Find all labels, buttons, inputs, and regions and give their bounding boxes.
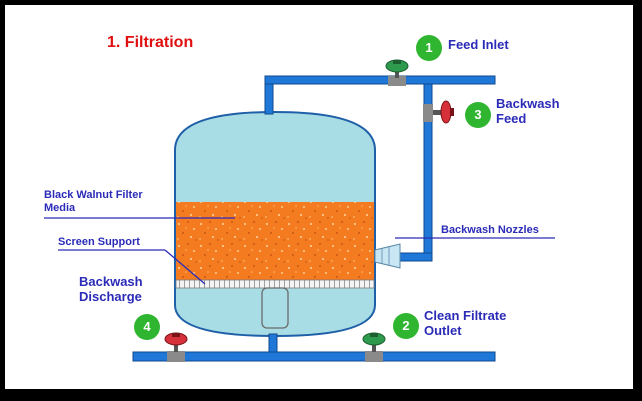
marker-4-badge: 4 [134,314,160,340]
marker-2-badge: 2 [393,313,419,339]
backwash-discharge-label: Backwash Discharge [79,274,143,305]
backwash-feed-label-line2: Feed [496,110,527,126]
backwash-feed-label-line1: Backwash [496,96,560,111]
clean-filtrate-valve[interactable] [362,332,386,362]
black-walnut-label: Black Walnut Filter Media [44,189,143,214]
clean-filtrate-label-line2: Outlet [424,322,462,338]
feed-inlet-pipe-vertical [264,79,274,115]
feed-inlet-valve[interactable] [385,59,409,86]
marker-3-badge: 3 [465,102,491,128]
outlet-collector [261,287,289,329]
clean-filtrate-label: Clean Filtrate Outlet [424,308,507,339]
black-walnut-label-line2: Media [44,201,76,214]
clean-filtrate-label-line1: Clean Filtrate [424,308,507,323]
screen-support-label: Screen Support [58,236,140,248]
backwash-discharge-label-line1: Backwash [79,274,143,289]
feed-inlet-label: Feed Inlet [448,37,509,52]
backwash-discharge-label-line2: Discharge [79,288,142,304]
backwash-discharge-valve[interactable] [164,332,188,362]
bottom-outlet-pipe-horizontal [132,351,496,362]
black-walnut-label-line1: Black Walnut Filter [44,189,143,201]
backwash-feed-label: Backwash Feed [496,96,560,127]
backwash-nozzle [374,243,401,269]
screen-support [175,279,375,289]
marker-1-badge: 1 [416,35,442,61]
feed-inlet-pipe-horizontal [264,75,496,85]
leader-screen-support-drop [164,249,206,285]
backwash-nozzles-label: Backwash Nozzles [441,224,539,236]
page-title: 1. Filtration [107,34,194,51]
black-walnut-media-bed [176,202,374,280]
backwash-feed-valve[interactable] [423,100,454,124]
backwash-nozzle-pipe [397,252,433,262]
